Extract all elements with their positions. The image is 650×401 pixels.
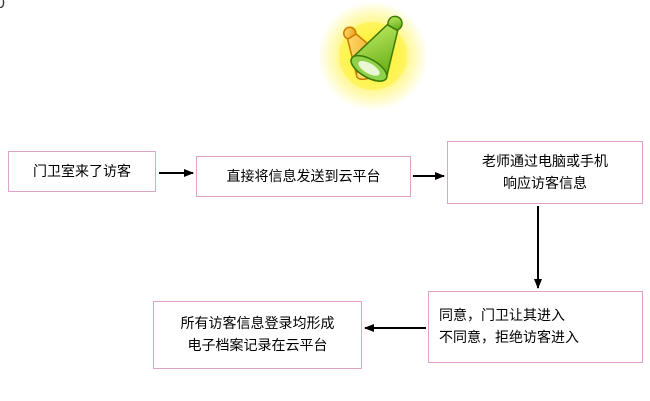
flow-box-line: 同意，门卫让其进入 (439, 307, 565, 324)
flow-box-send-to-cloud: 直接将信息发送到云平台 (196, 156, 411, 197)
flow-box-line: 响应访客信息 (503, 174, 587, 191)
flow-box-line: 直接将信息发送到云平台 (226, 167, 381, 184)
flow-box-line: 电子档案记录在云平台 (187, 337, 328, 353)
megaphone-bells-graphic (318, 1, 428, 111)
megaphone-bells-icon (300, 0, 445, 115)
flow-box-line: 门卫室来了访客 (33, 162, 131, 179)
green-megaphone (350, 15, 403, 82)
flow-box-line: 不同意，拒绝访客进入 (439, 329, 579, 345)
flow-box-visitor-arrives: 门卫室来了访客 (8, 151, 156, 192)
flow-box-teacher-responds: 老师通过电脑或手机 响应访客信息 (447, 141, 643, 204)
flow-box-guard-decision: 同意，门卫让其进入 不同意，拒绝访客进入 (428, 291, 643, 363)
flow-box-line: 所有访客信息登录均形成 (180, 315, 335, 332)
corner-artifact: 0 (0, 0, 5, 12)
flow-box-archive-records: 所有访客信息登录均形成 电子档案记录在云平台 (153, 301, 362, 369)
flow-box-line: 老师通过电脑或手机 (482, 152, 608, 169)
